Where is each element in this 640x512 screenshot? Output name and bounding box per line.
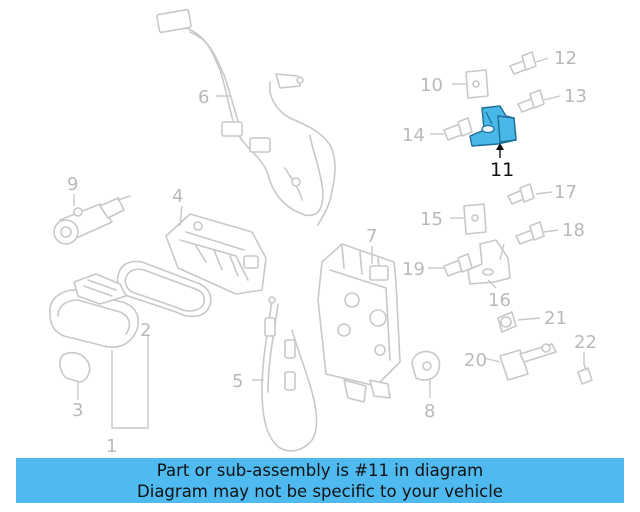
callout-21: 21 (544, 308, 567, 329)
callout-22: 22 (574, 332, 597, 353)
part-21-bolt (497, 311, 517, 333)
part-13-bolt (517, 89, 545, 113)
banner-line-part: Part or sub-assembly is #11 in diagram (156, 460, 484, 480)
part-15-bracket (463, 203, 487, 235)
part-1-outer-handle (49, 273, 140, 348)
callout-20: 20 (464, 350, 487, 371)
part-4-handle-carrier (165, 213, 267, 295)
callout-7: 7 (366, 226, 377, 247)
callout-9: 9 (67, 174, 78, 195)
callout-12: 12 (554, 48, 577, 69)
callout-18: 18 (562, 220, 585, 241)
part-11-bracket-highlighted (469, 105, 517, 147)
callout-2: 2 (140, 320, 151, 341)
part-12-bolt (509, 51, 537, 75)
callout-13: 13 (564, 86, 587, 107)
part-20-check-strap (499, 343, 557, 381)
part-17-bolt (507, 183, 535, 205)
part-6-harness (156, 8, 336, 226)
part-19-bolt (443, 253, 473, 277)
callout-4: 4 (172, 186, 183, 207)
callout-1: 1 (106, 436, 117, 457)
callout-15: 15 (420, 209, 443, 230)
callout-19: 19 (402, 259, 425, 280)
callout-10: 10 (420, 75, 443, 96)
callout-8: 8 (424, 401, 435, 422)
callout-11: 11 (490, 159, 514, 181)
part-3-end-cap (59, 351, 91, 383)
callout-3: 3 (72, 400, 83, 421)
part-10-bracket (465, 69, 489, 99)
part-22-bolt (577, 363, 593, 385)
callout-6: 6 (198, 87, 209, 108)
part-7-latch (317, 243, 401, 403)
part-16-hinge (467, 239, 511, 285)
banner-line-disclaimer: Diagram may not be specific to your vehi… (137, 481, 503, 501)
info-banner: Part or sub-assembly is #11 in diagram D… (16, 458, 624, 503)
leader-lines (73, 57, 585, 429)
callout-17: 17 (554, 182, 577, 203)
callout-5: 5 (232, 371, 243, 392)
part-8-striker (411, 350, 441, 381)
callout-labels: 1 2 3 4 5 6 7 8 9 10 11 12 13 14 15 16 1… (67, 48, 597, 457)
callout-14: 14 (402, 125, 425, 146)
part-9-lock-cylinder (53, 195, 131, 245)
part-5-cable (261, 296, 318, 452)
callout-16: 16 (488, 290, 511, 311)
part-18-bolt (515, 221, 545, 245)
part-14-bolt (443, 117, 473, 141)
